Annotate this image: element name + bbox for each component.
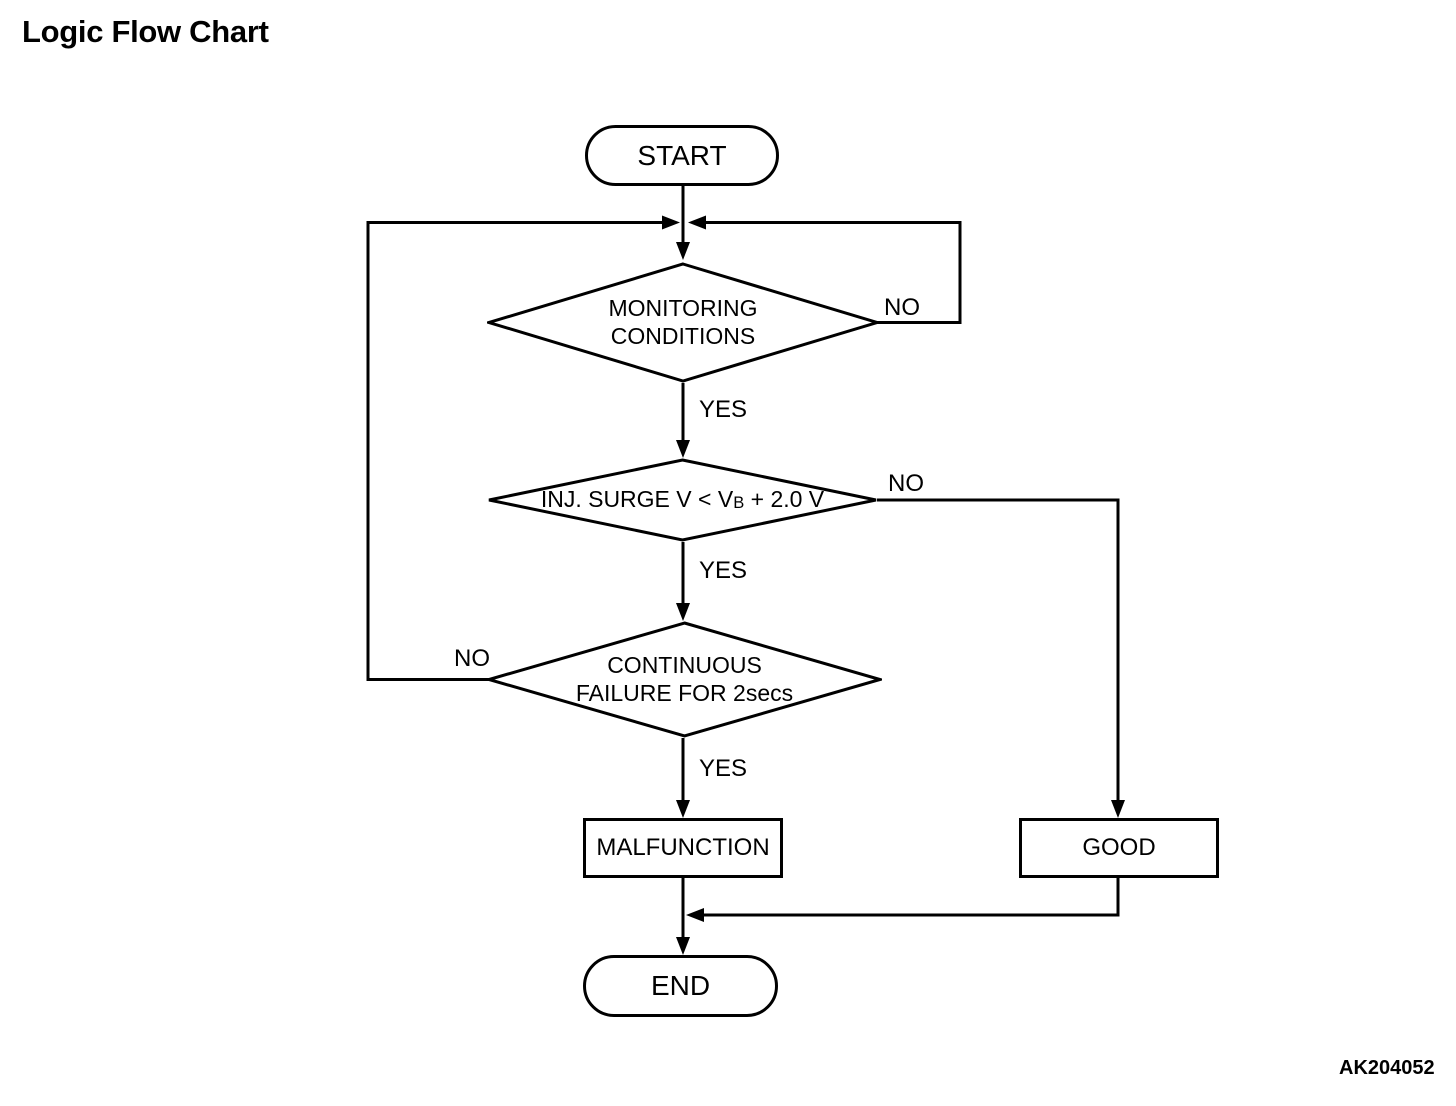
edge-monitoring-yes-arrowhead (676, 440, 690, 458)
edge-good-merge-arrowhead (686, 908, 704, 922)
edge-start-to-monitoring-arrowhead (676, 242, 690, 260)
node-inj-surge: INJ. SURGE V < VB + 2.0 V (487, 458, 878, 542)
edge-good-merge (704, 878, 1120, 917)
diamond-shape (487, 621, 882, 738)
node-start: START (585, 125, 779, 186)
edge-surge-no-arrowhead (1111, 800, 1125, 818)
edge-failure-no-loop (366, 221, 662, 681)
node-start-label: START (637, 139, 727, 171)
subscript-b: B (733, 493, 745, 513)
edge-label-surge-no: NO (888, 470, 924, 497)
node-inj-surge-label: INJ. SURGE V < VB + 2.0 V (540, 486, 825, 513)
node-monitoring-conditions: MONITORING CONDITIONS (487, 262, 879, 383)
edge-label-monitoring-no: NO (884, 294, 920, 321)
diamond-shape (487, 262, 879, 383)
edge-monitoring-no-arrowhead (688, 215, 706, 230)
edge-monitoring-no-loop (706, 221, 962, 324)
edge-surge-yes-arrowhead (676, 603, 690, 621)
edge-surge-no (877, 498, 1120, 804)
edge-label-failure-yes: YES (699, 755, 748, 782)
node-continuous-failure-label: CONTINUOUS FAILURE FOR 2secs (575, 652, 794, 706)
edge-label-surge-yes: YES (699, 557, 748, 584)
node-end-label: END (650, 970, 711, 1002)
node-good-label: GOOD (1082, 833, 1156, 861)
edge-malfunction-to-end-arrowhead (676, 937, 690, 955)
node-good: GOOD (1019, 818, 1219, 878)
node-end: END (583, 955, 778, 1017)
figure-code: AK204052 (1339, 1057, 1435, 1079)
node-malfunction: MALFUNCTION (583, 818, 783, 878)
edge-label-failure-no: NO (454, 645, 490, 672)
edge-failure-yes-arrowhead (676, 800, 690, 818)
page-title: Logic Flow Chart (22, 14, 269, 49)
edge-failure-no-arrowhead (662, 215, 680, 230)
node-continuous-failure: CONTINUOUS FAILURE FOR 2secs (487, 621, 882, 738)
node-monitoring-conditions-label: MONITORING CONDITIONS (608, 295, 758, 349)
edge-label-monitoring-yes: YES (699, 396, 748, 423)
node-malfunction-label: MALFUNCTION (596, 833, 770, 861)
diamond-shape (488, 458, 877, 542)
